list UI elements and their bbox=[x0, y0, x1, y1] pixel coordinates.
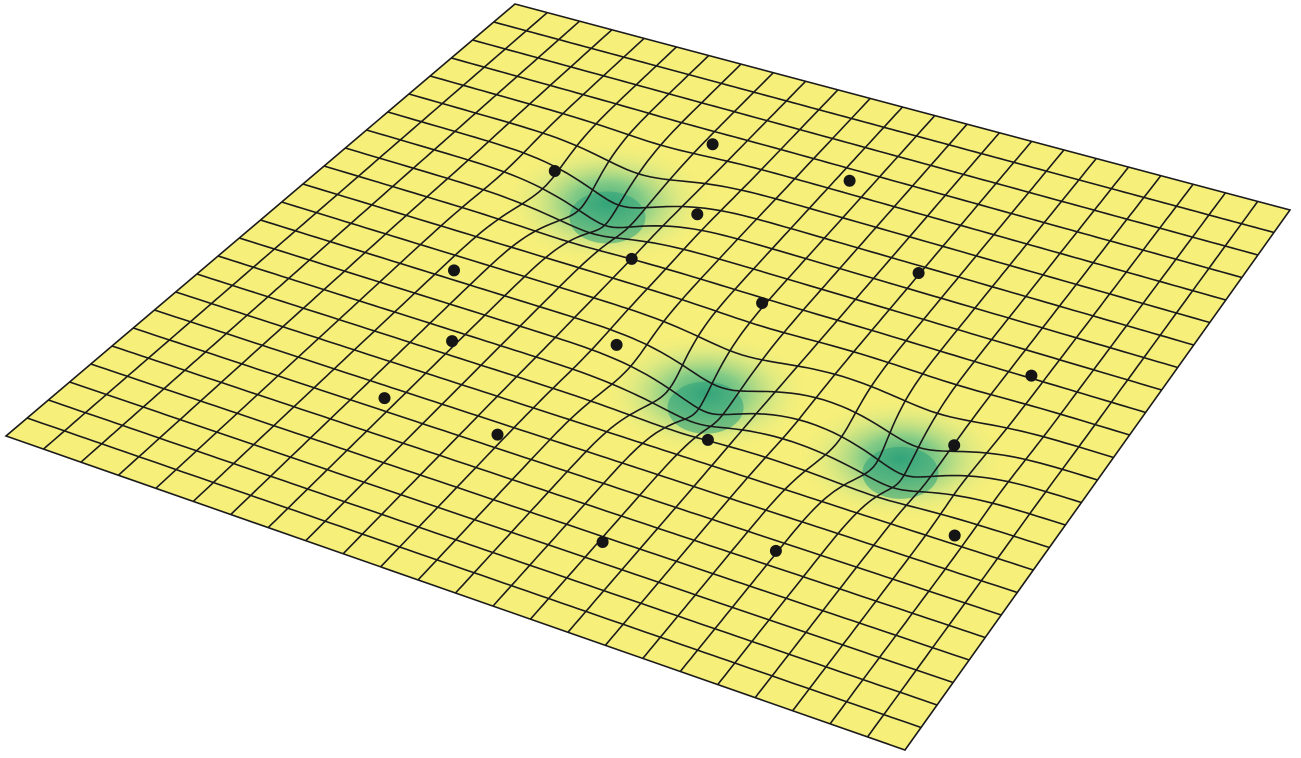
marker-point-3 bbox=[548, 165, 561, 177]
grid-line-u-23 bbox=[866, 200, 1259, 738]
marker-point-13 bbox=[446, 335, 459, 348]
marker-point-1 bbox=[706, 138, 719, 151]
marker-point-6 bbox=[1025, 369, 1038, 382]
marker-point-2 bbox=[843, 174, 856, 187]
well-core-2 bbox=[667, 381, 744, 434]
marker-point-8 bbox=[756, 297, 769, 309]
marker-point-15 bbox=[378, 392, 391, 405]
grid-line-v-23 bbox=[26, 417, 922, 729]
marker-point-12 bbox=[948, 529, 961, 542]
marker-point-7 bbox=[625, 252, 638, 265]
grid-lines-layer bbox=[26, 11, 1275, 738]
grid-line-u-21 bbox=[791, 183, 1194, 712]
marker-point-11 bbox=[610, 338, 623, 351]
marker-point-5 bbox=[691, 208, 704, 221]
marker-point-10 bbox=[948, 439, 961, 452]
marker-point-9 bbox=[448, 264, 460, 277]
grid-line-v-20 bbox=[90, 363, 970, 661]
grid-line-u-22 bbox=[829, 192, 1227, 725]
marker-point-16 bbox=[769, 544, 782, 557]
markers-layer bbox=[378, 138, 1038, 557]
grid-line-v-22 bbox=[48, 399, 938, 706]
marker-point-18 bbox=[596, 536, 609, 548]
grid-line-v-21 bbox=[69, 381, 954, 684]
well-core-1 bbox=[569, 191, 646, 244]
marker-point-17 bbox=[491, 428, 504, 441]
marker-point-14 bbox=[701, 433, 714, 446]
marker-point-4 bbox=[912, 267, 925, 279]
well-shading-layer bbox=[502, 141, 1006, 521]
